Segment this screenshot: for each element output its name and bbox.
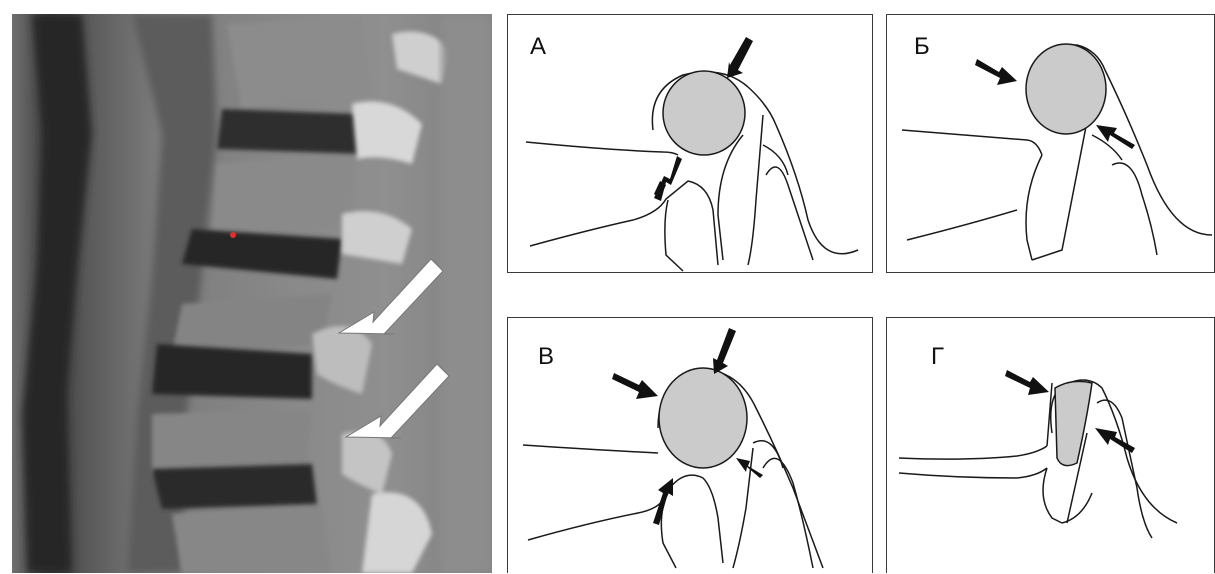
- diagram-panel-a: А: [507, 14, 873, 273]
- black-arrow-b1: [975, 59, 1017, 85]
- black-arrow-v4: [653, 478, 673, 525]
- diagram-panel-b: Б: [886, 14, 1215, 273]
- mri-spine-image: [12, 14, 492, 573]
- panel-b-drawing: [887, 15, 1215, 274]
- diagram-panel-g: Г: [886, 317, 1215, 573]
- panel-g-drawing: [887, 318, 1215, 574]
- diagram-panel-v: В: [507, 317, 873, 573]
- panel-v-drawing: [508, 318, 874, 574]
- black-arrow-g1: [1005, 370, 1049, 395]
- black-arrow-v2: [713, 328, 736, 374]
- panel-a-drawing: [508, 15, 874, 274]
- black-arrow-g2: [1095, 428, 1135, 453]
- black-arrow-a1: [727, 37, 753, 78]
- mri-marker-dot: [230, 232, 236, 238]
- black-arrow-v1: [612, 373, 658, 399]
- black-arrow-b2: [1096, 125, 1135, 149]
